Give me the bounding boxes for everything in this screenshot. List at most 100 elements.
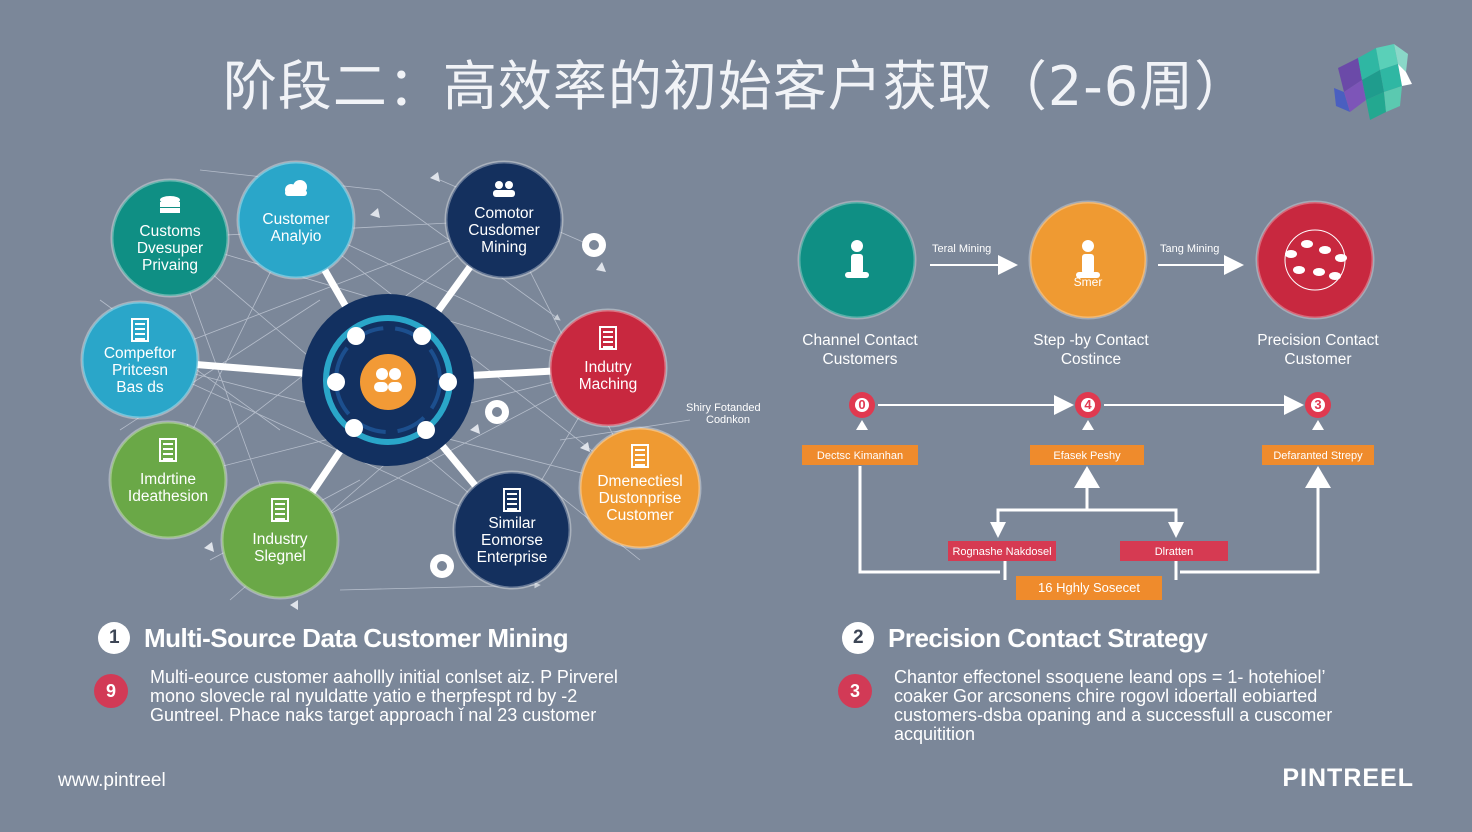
hub-node bbox=[302, 294, 474, 466]
svg-text:Defaranted Strepy: Defaranted Strepy bbox=[1273, 450, 1363, 462]
tag-mid-1: Rognashe Nakdosel bbox=[948, 541, 1056, 561]
section-2-heading: Precision Contact Strategy bbox=[888, 622, 1208, 653]
section-1-description: 9 Multi-eource customer aahollly initial… bbox=[94, 668, 714, 725]
node-similar-enterprise-label-2: Eomorse bbox=[481, 532, 543, 549]
flow-number-2: 4 bbox=[1084, 397, 1092, 412]
arrow-label-2: Tang Mining bbox=[1160, 243, 1219, 255]
building-icon bbox=[271, 498, 289, 522]
flow-marker-3: 3 bbox=[1305, 392, 1331, 418]
section-2-number: 2 bbox=[842, 622, 874, 654]
side-note-line-2: Codnkon bbox=[706, 414, 750, 426]
step-step-contact-caption-1: Step -by Contact bbox=[1033, 332, 1149, 349]
flow-marker-1: 0 bbox=[849, 392, 875, 418]
node-dimensional-customer-label-3: Customer bbox=[606, 507, 673, 524]
flow-up-arrows bbox=[856, 420, 1324, 430]
footer-brand: PINTREEL bbox=[1282, 764, 1414, 792]
flow-number-3: 3 bbox=[1314, 397, 1321, 412]
building-icon bbox=[159, 438, 177, 462]
section-1-header: 1 Multi-Source Data Customer Mining bbox=[98, 618, 569, 658]
node-competitor-base-label-2: Pritcesn bbox=[112, 362, 168, 379]
svg-text:Dectsc Kimanhan: Dectsc Kimanhan bbox=[817, 450, 903, 462]
section-1-heading: Multi-Source Data Customer Mining bbox=[144, 622, 569, 653]
slide-title: 阶段二：高效率的初始客户获取（2-6周） bbox=[222, 55, 1250, 118]
section-1-text: Multi-eource customer aahollly initial c… bbox=[150, 667, 618, 725]
connector-arrowheads bbox=[990, 466, 1331, 538]
node-industry-signal-label-1: Industry bbox=[252, 531, 307, 548]
section-2-badge: 3 bbox=[838, 674, 872, 708]
node-similar-enterprise-label-1: Similar bbox=[488, 515, 535, 532]
tag-top-1: Dectsc Kimanhan bbox=[802, 445, 918, 465]
section-1-badge: 9 bbox=[94, 674, 128, 708]
flow-marker-2: 4 bbox=[1075, 392, 1101, 418]
node-competitor-mining-label-3: Mining bbox=[481, 239, 527, 256]
building-icon bbox=[503, 488, 521, 512]
node-dimensional-customer-label-1: Dmenectiesl bbox=[597, 473, 682, 490]
node-industry-matching-label-2: Maching bbox=[579, 376, 638, 393]
svg-text:Rognashe Nakdosel: Rognashe Nakdosel bbox=[952, 546, 1051, 558]
step-precision-contact-caption-1: Precision Contact bbox=[1257, 332, 1379, 349]
arrow-label-1: Teral Mining bbox=[932, 243, 991, 255]
person-icon bbox=[1076, 240, 1100, 278]
node-customer-discovery-label-1: Customs bbox=[139, 223, 200, 240]
side-note-line-1: Shiry Fotanded bbox=[686, 402, 761, 414]
left-node-group: CustomsDvesuperPrivaingCustomerAnalyioCo… bbox=[80, 160, 702, 600]
step-step-contact-inner-label: Smer bbox=[1074, 275, 1103, 289]
brand-logo bbox=[1334, 44, 1412, 120]
section-2-description: 3 Chantor effectonel ssoquene leand ops … bbox=[838, 668, 1418, 744]
svg-text:Dlratten: Dlratten bbox=[1155, 546, 1194, 558]
node-customer-analysis-label-1: Customer bbox=[262, 211, 329, 228]
node-industry-identification-label-2: Ideathesion bbox=[128, 488, 208, 505]
mesh-dots bbox=[430, 233, 606, 578]
section-2-text: Chantor effectonel ssoquene leand ops = … bbox=[894, 667, 1333, 744]
section-2-header: 2 Precision Contact Strategy bbox=[842, 618, 1208, 658]
people-icon bbox=[374, 368, 402, 392]
node-dimensional-customer-label-2: Dustonprise bbox=[599, 490, 682, 507]
step-precision-contact-caption-2: Customer bbox=[1284, 351, 1351, 368]
flow-number-1: 0 bbox=[858, 397, 865, 412]
node-competitor-base-label-1: Compeftor bbox=[104, 345, 176, 362]
mesh-arrowheads bbox=[180, 172, 606, 610]
svg-text:Efasek Peshy: Efasek Peshy bbox=[1053, 450, 1121, 462]
node-customer-analysis-label-2: Analyio bbox=[271, 228, 322, 245]
person-icon bbox=[845, 240, 869, 278]
node-industry-signal-label-2: Slegnel bbox=[254, 548, 306, 565]
building-icon bbox=[599, 326, 617, 350]
node-competitor-mining-label-2: Cusdomer bbox=[468, 222, 540, 239]
tag-bottom: 16 Hghly Sosecet bbox=[1016, 576, 1162, 600]
step-channel-contact-caption-1: Channel Contact bbox=[802, 332, 918, 349]
node-customer-discovery-label-2: Dvesuper bbox=[137, 240, 203, 257]
footer-url[interactable]: www.pintreel bbox=[58, 770, 166, 791]
node-customer-discovery-label-3: Privaing bbox=[142, 257, 198, 274]
tag-top-2: Efasek Peshy bbox=[1030, 445, 1144, 465]
svg-text:16 Hghly Sosecet: 16 Hghly Sosecet bbox=[1038, 580, 1140, 595]
document-icon bbox=[131, 318, 149, 342]
flow-connectors bbox=[858, 466, 1320, 580]
cloud-icon bbox=[285, 180, 307, 196]
node-competitor-base-label-3: Bas ds bbox=[116, 379, 164, 396]
node-industry-identification-label-1: Imdrtine bbox=[140, 471, 196, 488]
tag-mid-2: Dlratten bbox=[1120, 541, 1228, 561]
node-competitor-mining-label-1: Comotor bbox=[474, 205, 533, 222]
node-industry-matching-label-1: Indutry bbox=[584, 359, 632, 376]
step-channel-contact-caption-2: Customers bbox=[823, 351, 898, 368]
people-icon bbox=[493, 181, 515, 197]
section-1-number: 1 bbox=[98, 622, 130, 654]
step-step-contact-caption-2: Costince bbox=[1061, 351, 1121, 368]
network-icon bbox=[1284, 229, 1347, 291]
tag-top-3: Defaranted Strepy bbox=[1262, 445, 1374, 465]
database-icon bbox=[160, 196, 180, 213]
